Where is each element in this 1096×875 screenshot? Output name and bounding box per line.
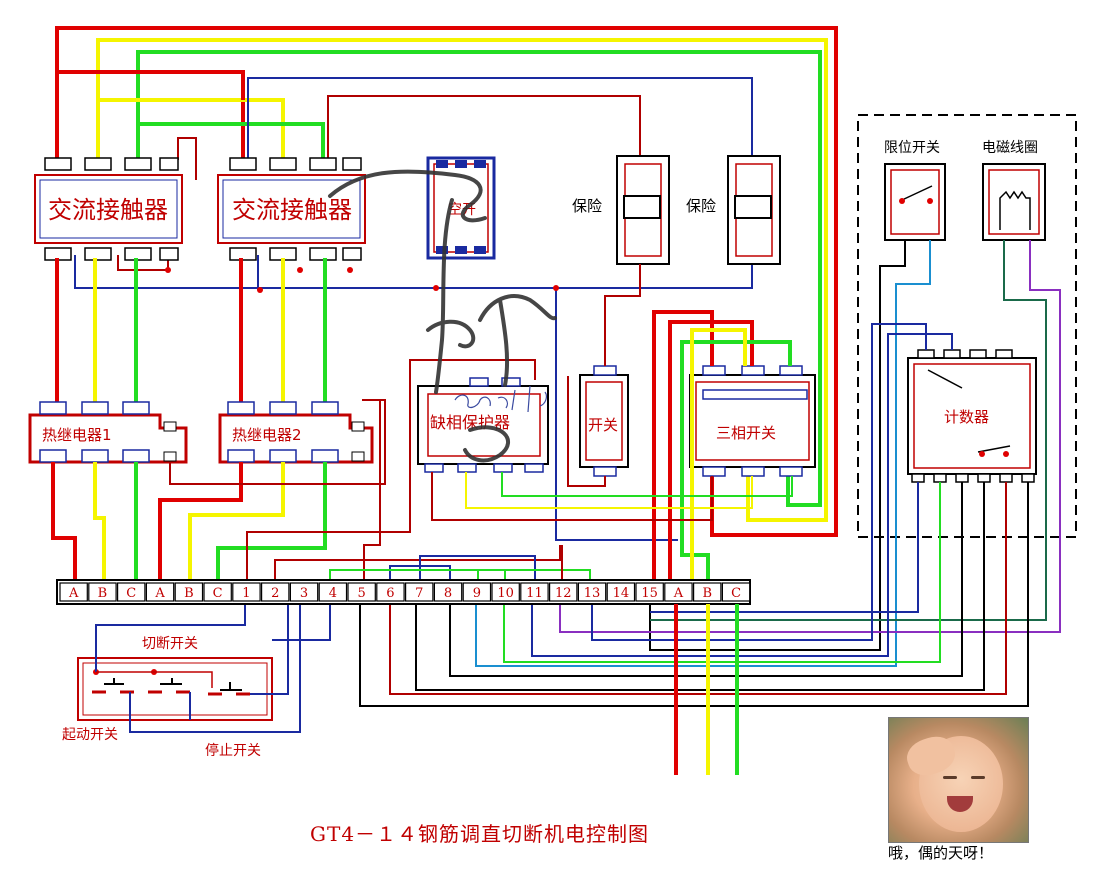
ac-contactor-2-label: 交流接触器 bbox=[232, 196, 352, 224]
terminal-label: C bbox=[731, 586, 741, 601]
stop-switch-label: 停止开关 bbox=[205, 742, 261, 759]
thermal-relay-2-label: 热继电器2 bbox=[232, 426, 302, 444]
terminal-cell bbox=[376, 582, 405, 602]
terminal-cell bbox=[203, 582, 232, 602]
terminal-cell bbox=[261, 582, 290, 602]
terminal-cell bbox=[405, 582, 434, 602]
terminal-cell bbox=[174, 582, 204, 602]
ac-contactor-1: 交流接触器 bbox=[34, 157, 183, 261]
terminal-cell bbox=[721, 582, 751, 602]
handwritten-scribble bbox=[328, 169, 557, 463]
terminal-cell bbox=[59, 582, 88, 602]
terminal-label: 7 bbox=[415, 586, 423, 601]
terminal-label: 8 bbox=[444, 586, 452, 601]
terminal-label: A bbox=[154, 586, 165, 601]
terminal-label: 2 bbox=[271, 586, 279, 601]
limit-switch: 限位开关 bbox=[884, 140, 946, 241]
terminal-label: A bbox=[673, 586, 684, 601]
counter-label: 计数器 bbox=[944, 408, 989, 426]
counter: 计数器 bbox=[907, 349, 1037, 483]
terminal-cell bbox=[548, 582, 578, 602]
terminal-label: 12 bbox=[555, 586, 572, 601]
terminal-label: B bbox=[184, 586, 194, 601]
solenoid-coil-label: 电磁线圈 bbox=[982, 140, 1038, 156]
thermal-relay-2: 热继电器2 bbox=[218, 401, 374, 464]
cutoff-switch-label: 切断开关 bbox=[142, 636, 198, 652]
terminal-label: 14 bbox=[613, 586, 630, 601]
terminal-label: A bbox=[68, 586, 79, 601]
terminal-label: 4 bbox=[329, 586, 337, 601]
junction-dots bbox=[165, 267, 559, 293]
fuse-1-label: 保险 bbox=[572, 197, 602, 215]
phase-loss-protector: 缺相保护器 bbox=[417, 377, 549, 473]
start-switch-label: 起动开关 bbox=[62, 727, 118, 743]
ac-contactor-1-label: 交流接触器 bbox=[48, 196, 168, 224]
terminal-label: 11 bbox=[526, 586, 543, 601]
terminal-cell bbox=[116, 582, 146, 602]
baby-photo bbox=[888, 717, 1029, 843]
solenoid-coil: 电磁线圈 bbox=[982, 140, 1046, 241]
handwritten-signature bbox=[454, 385, 547, 413]
terminal-label: C bbox=[213, 586, 223, 601]
thermal-relay-1: 热继电器1 bbox=[28, 401, 188, 464]
terminal-cell bbox=[347, 582, 376, 602]
terminal-cell bbox=[692, 582, 722, 602]
terminal-label: B bbox=[702, 586, 712, 601]
terminal-cell bbox=[433, 582, 463, 602]
terminal-cell bbox=[145, 582, 175, 602]
terminal-cell bbox=[664, 582, 693, 602]
terminal-label: B bbox=[98, 586, 108, 601]
terminal-cell bbox=[318, 582, 348, 602]
terminal-cell bbox=[577, 582, 607, 602]
terminal-cell bbox=[88, 582, 117, 602]
terminal-label: 10 bbox=[497, 586, 514, 601]
diagram-title: GT4－１４钢筋调直切断机电控制图 bbox=[310, 822, 650, 846]
control-switch: 开关 bbox=[579, 365, 629, 477]
fuse-1: 保险 bbox=[572, 155, 670, 265]
terminal-label: C bbox=[126, 586, 136, 601]
terminal-cell bbox=[289, 582, 319, 602]
limit-switch-label: 限位开关 bbox=[884, 140, 940, 156]
terminal-cell bbox=[462, 582, 492, 602]
terminal-label: 15 bbox=[641, 586, 658, 601]
terminal-cell bbox=[635, 582, 664, 602]
terminal-label: 6 bbox=[386, 586, 394, 601]
control-switch-label: 开关 bbox=[588, 416, 618, 434]
fuse-2: 保险 bbox=[686, 155, 781, 265]
terminal-label: 1 bbox=[242, 586, 250, 601]
ac-contactor-2: 交流接触器 bbox=[217, 157, 366, 261]
terminal-label: 3 bbox=[300, 586, 308, 601]
three-phase-switch-label: 三相开关 bbox=[716, 424, 776, 442]
terminal-cell bbox=[491, 582, 520, 602]
terminal-label: 13 bbox=[584, 586, 601, 601]
fuse-2-label: 保险 bbox=[686, 197, 716, 215]
baby-caption: 哦，偶的天呀！ bbox=[888, 844, 994, 862]
terminal-label: 9 bbox=[473, 586, 481, 601]
terminal-label: 5 bbox=[358, 586, 366, 601]
top-power-wires bbox=[55, 26, 838, 537]
terminal-cell bbox=[606, 582, 636, 602]
terminal-cell bbox=[232, 582, 261, 602]
thermal-relay-1-label: 热继电器1 bbox=[42, 426, 112, 444]
three-phase-switch: 三相开关 bbox=[689, 365, 816, 477]
terminal-cell bbox=[520, 582, 549, 602]
cutoff-switch-box: 切断开关 起动开关 停止开关 bbox=[62, 605, 331, 759]
